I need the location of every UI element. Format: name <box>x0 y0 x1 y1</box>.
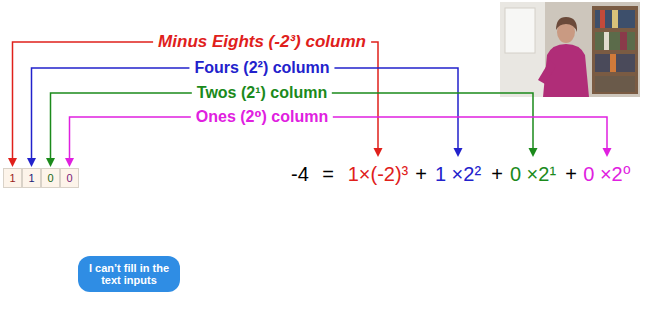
column-label: Minus Eights (-2³) column <box>153 32 371 52</box>
node-text: 1 <box>9 172 15 184</box>
action-button: I can’t fill in the text inputs <box>78 256 180 292</box>
equation-term: 0 ×2¹ <box>510 163 556 186</box>
equation-value: -4 <box>291 163 309 186</box>
bit-cell: 1 <box>22 168 41 188</box>
bit-cell: 0 <box>41 168 60 188</box>
node-text: 0 <box>47 172 53 184</box>
column-label: Ones (2⁰) column <box>191 108 333 126</box>
equation-term: 1 ×2² <box>435 163 481 186</box>
equation-sign: + <box>565 163 577 186</box>
bit-cell: 0 <box>60 168 79 188</box>
node-text: 1 <box>28 172 34 184</box>
equation-sign: = <box>322 163 334 186</box>
node-text: I can’t fill in the text inputs <box>86 262 172 286</box>
bit-cell: 1 <box>3 168 22 188</box>
equation-term: 0 ×2⁰ <box>583 163 631 186</box>
leader-line <box>13 42 608 164</box>
node-text: 0 <box>66 172 72 184</box>
equation-term: 1×(-2)³ <box>348 163 409 186</box>
column-label: Twos (2¹) column <box>192 84 332 102</box>
equation-sign: + <box>415 163 427 186</box>
column-label: Fours (2²) column <box>189 59 334 77</box>
equation-sign: + <box>491 163 503 186</box>
video-thumbnail <box>500 2 640 97</box>
